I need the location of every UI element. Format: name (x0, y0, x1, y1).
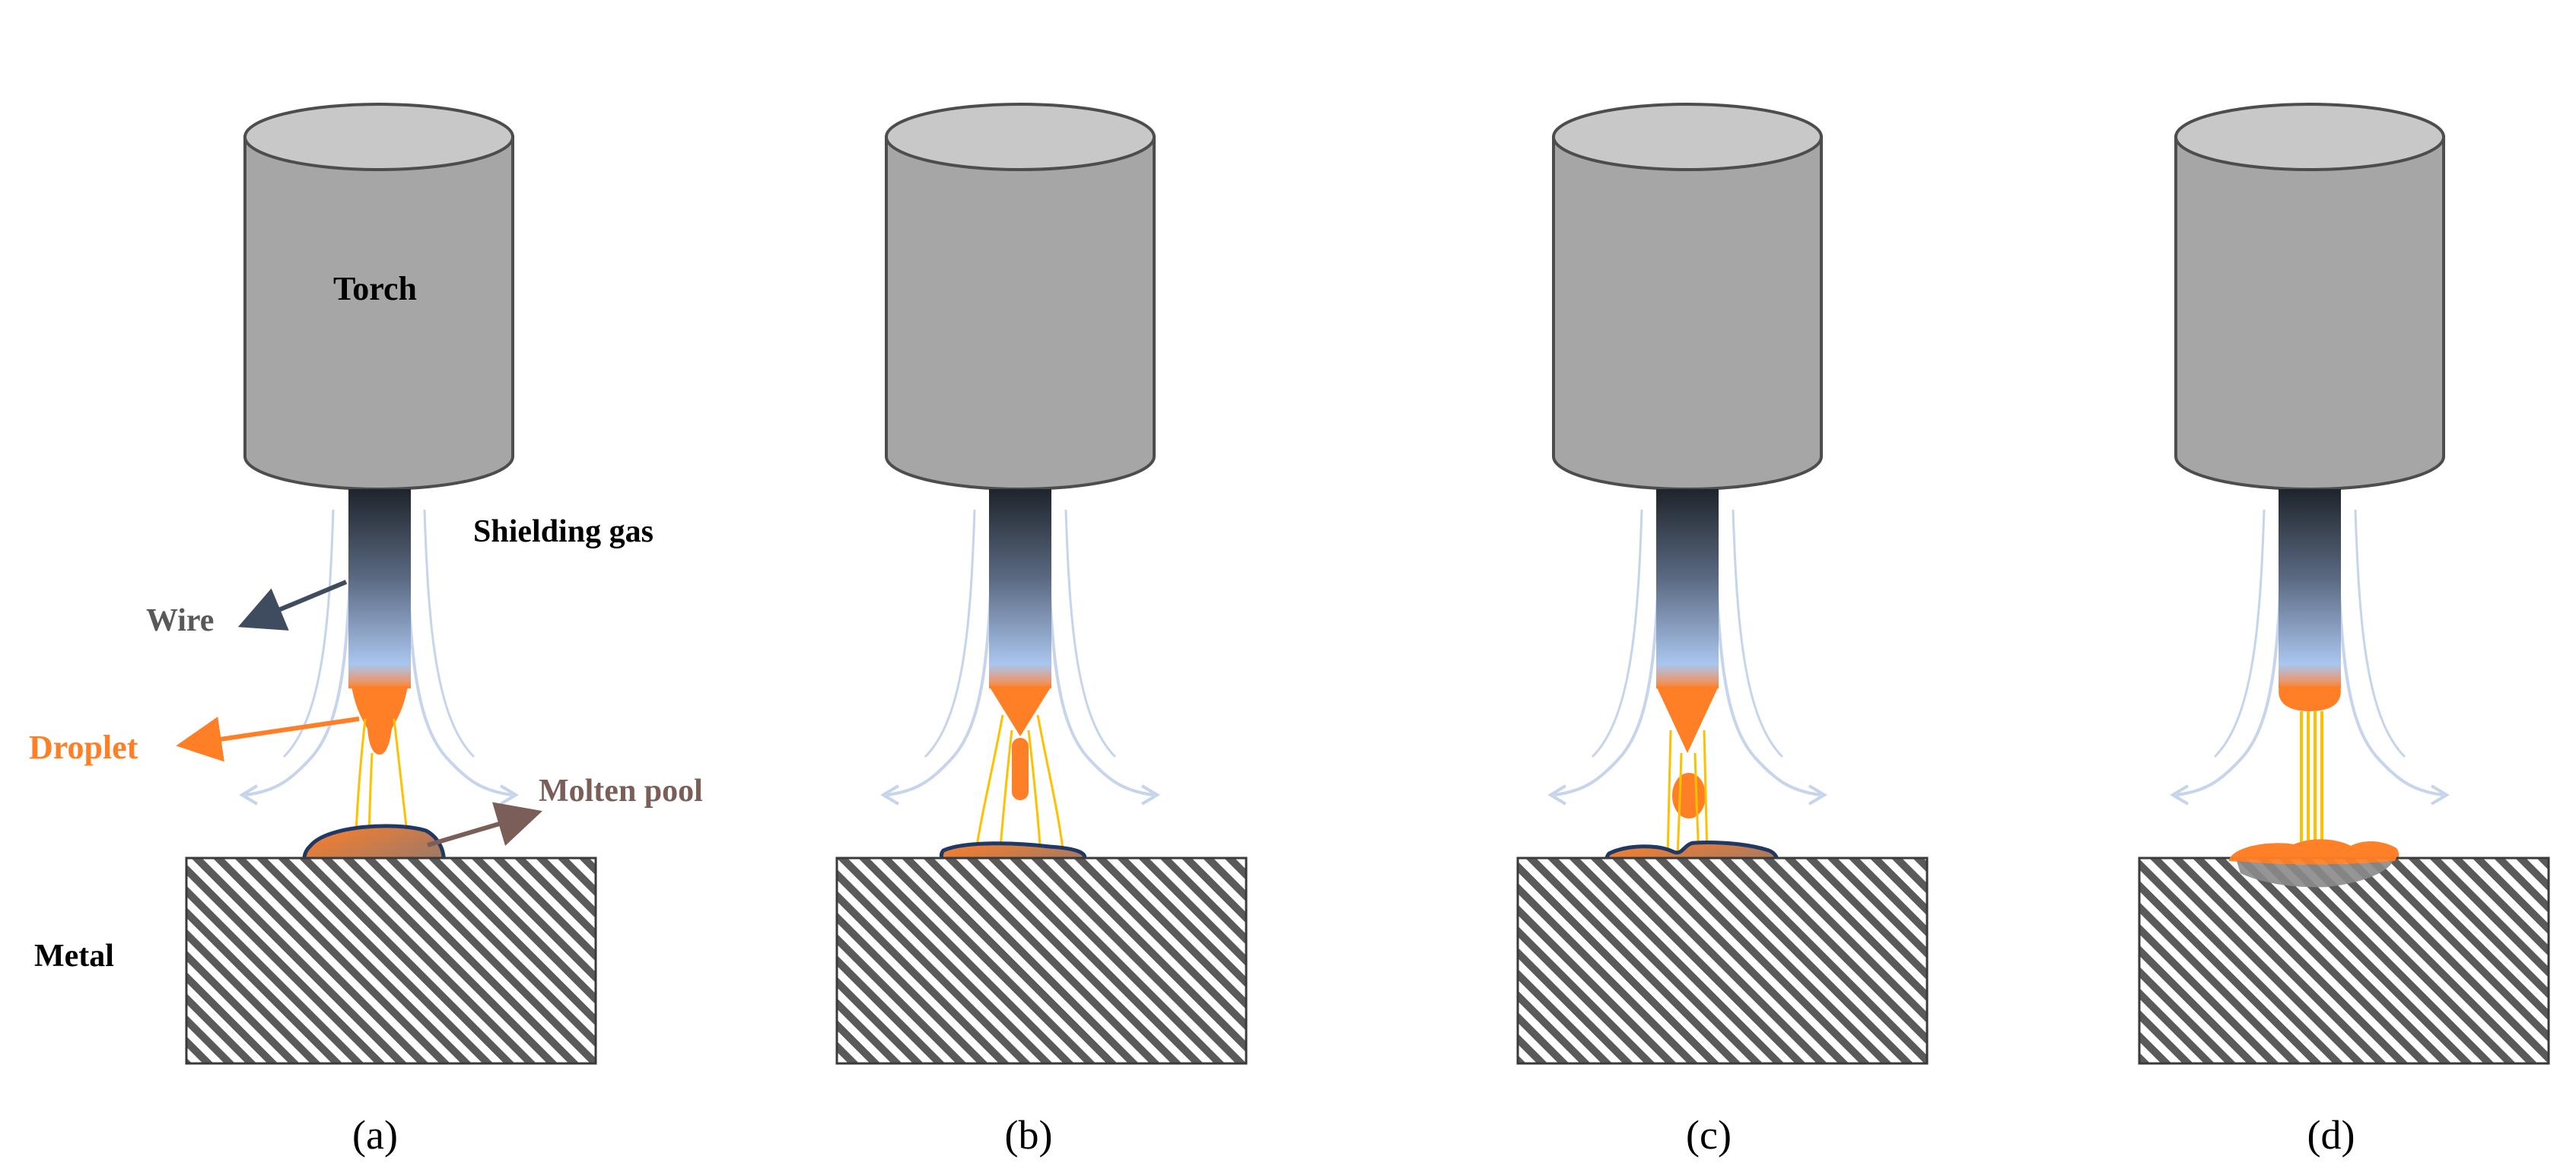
wire-arrow (237, 580, 348, 631)
panel-caption: (c) (1686, 1112, 1732, 1158)
panel-caption: (b) (1005, 1112, 1053, 1158)
metal-block (1516, 857, 1929, 1065)
torch-body (2174, 103, 2445, 491)
droplet (2279, 686, 2341, 711)
metal-block (835, 857, 1248, 1065)
torch-body (1552, 103, 1823, 491)
wire (2279, 489, 2341, 688)
metal-label: Metal (34, 939, 114, 974)
metal-block (2138, 857, 2550, 1065)
molten-pool-bottom (2237, 861, 2393, 888)
panel-c: (c) (1516, 103, 1929, 1158)
shielding-gas-label: Shielding gas (473, 514, 654, 549)
wire (348, 489, 411, 688)
arc (974, 714, 1065, 857)
droplet-label: Droplet (29, 729, 138, 766)
panel-a: Torch Shielding gas Wire Droplet Molten … (29, 103, 703, 1158)
droplet-arrow (176, 717, 360, 762)
arc (2300, 711, 2323, 848)
wire-label: Wire (146, 603, 214, 638)
droplet (351, 686, 408, 755)
panel-caption: (d) (2307, 1112, 2355, 1158)
wire (989, 489, 1051, 688)
torch-body (243, 103, 514, 491)
torch-label: Torch (333, 270, 417, 307)
droplet-cone (989, 686, 1051, 736)
molten-pool-top (2229, 839, 2397, 865)
molten-pool-label: Molten pool (539, 774, 703, 809)
panel-b: (b) (835, 103, 1248, 1158)
wire (1656, 489, 1719, 688)
panel-caption: (a) (352, 1112, 398, 1158)
panel-d: (d) (2138, 103, 2550, 1158)
torch-body (885, 103, 1156, 491)
droplet-cone (1656, 686, 1719, 753)
droplet (1012, 738, 1029, 800)
molten-pool-arrow (427, 802, 543, 847)
droplet (1672, 773, 1706, 818)
metal-block (185, 857, 597, 1065)
